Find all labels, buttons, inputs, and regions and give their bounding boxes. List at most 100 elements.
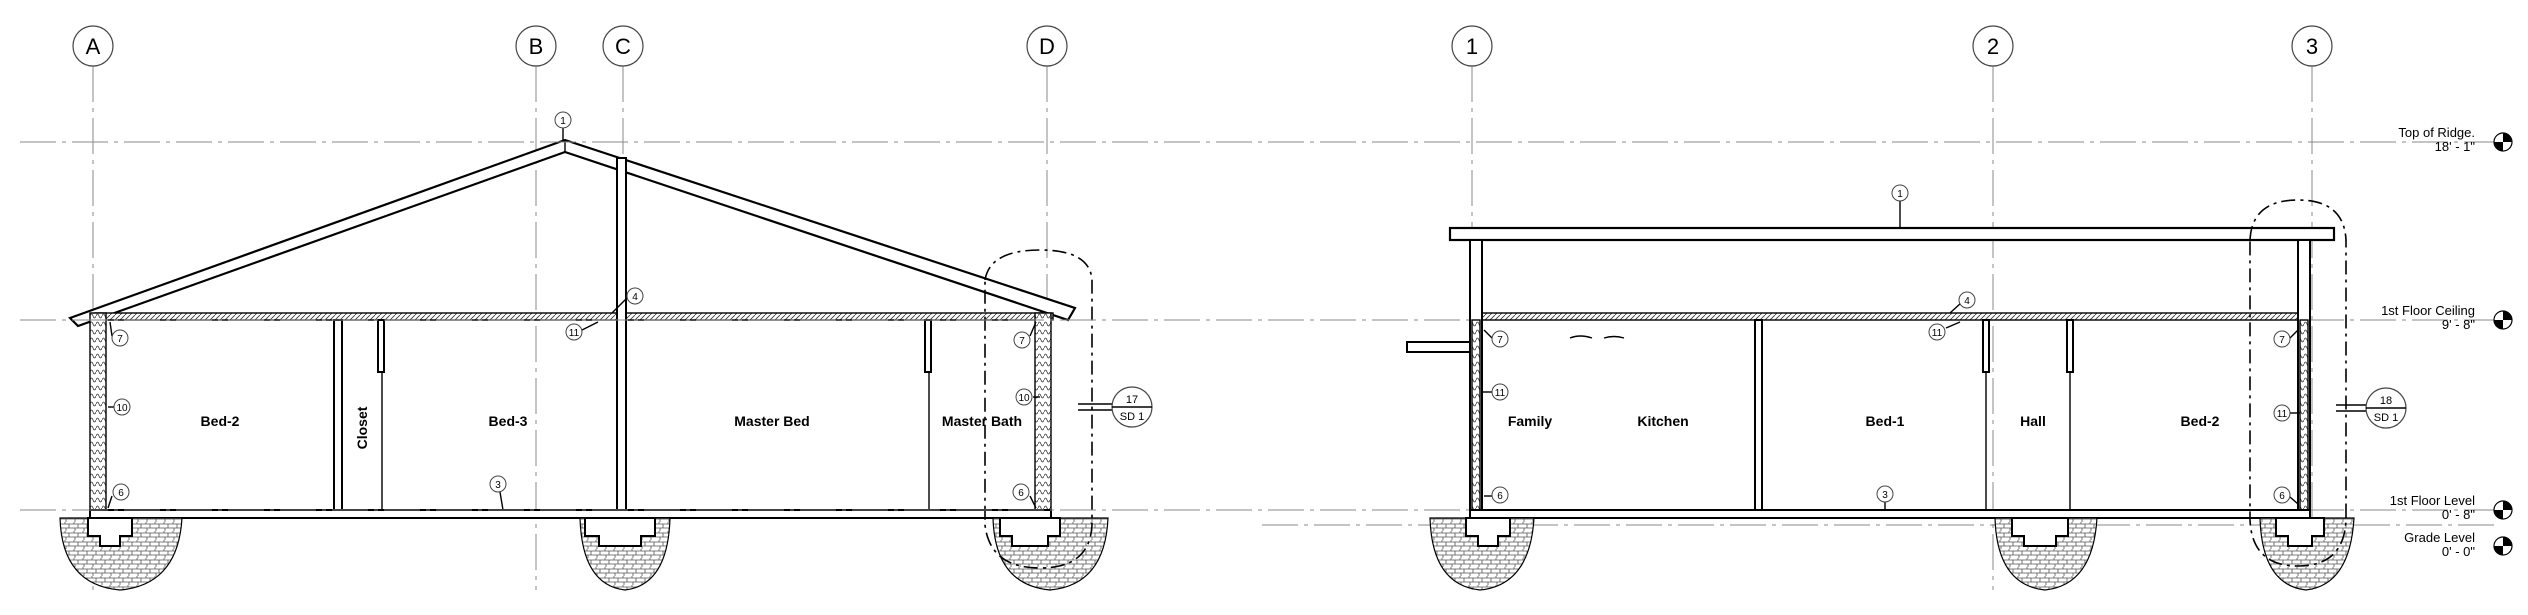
keynote-tag: 11 [2273,404,2300,422]
level-target-icon [2493,536,2513,556]
left-wall-closet [333,319,343,511]
room-family: Family [1508,413,1553,429]
left-floor-slab [89,509,1052,519]
keynote-tag: 6 [1012,483,1037,509]
left-foundations [59,517,1109,591]
room-closet: Closet [354,406,370,449]
svg-text:11: 11 [2277,409,2288,420]
left-exterior-wall-a [89,312,107,511]
keynote-tag: 11 [1928,321,1961,341]
level-elevation: 0' - 0" [2442,544,2475,559]
room-master-bed: Master Bed [734,413,809,429]
keynote-tag: 7 [109,321,129,347]
level-target-icon [2493,310,2513,330]
right-floor-slab [1469,509,2311,519]
keynote-tag: 6 [107,483,130,509]
grid-label-3: 3 [2306,34,2318,59]
right-exterior-wall-1-insulation [1471,319,1481,511]
svg-text:7: 7 [2279,335,2285,346]
grid-bubble-c: C [602,25,644,67]
grid-label-a: A [86,34,101,59]
level-marker-1st-floor-ceiling: 1st Floor Ceiling 9' - 8" [2381,303,2513,332]
svg-text:1: 1 [560,116,566,127]
keynote-tag: 6 [2273,486,2299,505]
right-stub-walls [1982,319,2074,510]
level-lines [20,141,2495,526]
level-marker-grade-level: Grade Level 0' - 0" [2404,530,2513,559]
keynote-tag: 10 [1015,388,1040,406]
svg-text:10: 10 [1018,393,1030,404]
right-roof-edge [1448,226,2336,242]
room-bed-2-right: Bed-2 [2181,413,2220,429]
section-ref-number: 18 [2380,395,2392,407]
room-bed-3: Bed-3 [489,413,528,429]
keynote-tag: 1 [554,111,572,140]
room-master-bath: Master Bath [942,413,1022,429]
keynote-tag: 6 [1484,486,1509,504]
grid-bubble-d: D [1026,25,1068,67]
grid-label-2: 2 [1987,34,1999,59]
grid-bubble-2: 2 [1972,25,2014,67]
room-hall: Hall [2020,413,2046,429]
section-ref-sheet: SD 1 [1120,411,1144,423]
level-elevation: 0' - 8" [2442,507,2475,522]
right-porch-beam [1406,341,1471,353]
svg-text:6: 6 [2279,491,2285,502]
svg-text:4: 4 [632,292,638,303]
grid-bubble-b: B [515,25,557,67]
section-ref-number: 17 [1126,394,1138,406]
sketch-marks [1569,335,1625,339]
section-reference-18: 18 SD 1 [2336,387,2407,429]
svg-text:4: 4 [1964,296,1970,307]
left-ceiling-joists [94,312,1054,321]
level-name: Grade Level [2404,530,2475,545]
keynote-tag: 7 [2273,329,2299,348]
grid-bubble-a: A [72,25,114,67]
keynote-tag: 3 [1876,485,1894,510]
level-marker-1st-floor-level: 1st Floor Level 0' - 8" [2390,493,2513,522]
level-elevation: 18' - 1" [2435,139,2476,154]
keynote-tag: 10 [108,398,131,416]
level-marker-top-of-ridge: Top of Ridge. 18' - 1" [2398,125,2513,154]
level-name: 1st Floor Ceiling [2381,303,2475,318]
left-wall-c [616,157,627,511]
keynote-tag: 11 [565,321,599,341]
svg-text:3: 3 [495,480,501,491]
keynote-tag: 3 [489,475,507,511]
svg-text:6: 6 [1497,491,1503,502]
keynote-tag: 7 [1483,329,1509,348]
right-exterior-wall-3-insulation [2299,319,2309,511]
level-name: Top of Ridge. [2398,125,2475,140]
svg-text:3: 3 [1882,490,1888,501]
grid-label-b: B [529,34,544,59]
svg-text:1: 1 [1897,189,1903,200]
left-roof [67,138,1077,328]
svg-text:10: 10 [116,403,128,414]
section-reference-17: 17 SD 1 [1078,386,1153,428]
level-target-icon [2493,132,2513,152]
keynote-tag: 7 [1013,321,1037,349]
grid-label-c: C [615,34,631,59]
room-bed-1: Bed-1 [1866,413,1905,429]
right-section: 1 2 3 [1406,25,2407,591]
left-stub-walls [377,319,932,510]
left-exterior-wall-d [1034,312,1052,511]
svg-text:6: 6 [1018,488,1024,499]
keynote-tag: 4 [1949,291,1976,314]
grid-bubble-3: 3 [2291,25,2333,67]
left-detail-callout [984,249,1093,569]
right-foundations [1429,517,2355,591]
svg-text:11: 11 [569,328,580,339]
level-elevation: 9' - 8" [2442,317,2475,332]
right-wall-kitchen-bed1 [1754,319,1763,511]
grid-label-d: D [1039,34,1055,59]
grid-bubble-1: 1 [1451,25,1493,67]
svg-text:6: 6 [118,488,124,499]
room-bed-2-left: Bed-2 [201,413,240,429]
keynote-tag: 4 [611,287,644,314]
level-name: 1st Floor Level [2390,493,2475,508]
keynote-tag: 1 [1891,184,1909,228]
level-target-icon [2493,500,2513,520]
room-kitchen: Kitchen [1637,413,1688,429]
